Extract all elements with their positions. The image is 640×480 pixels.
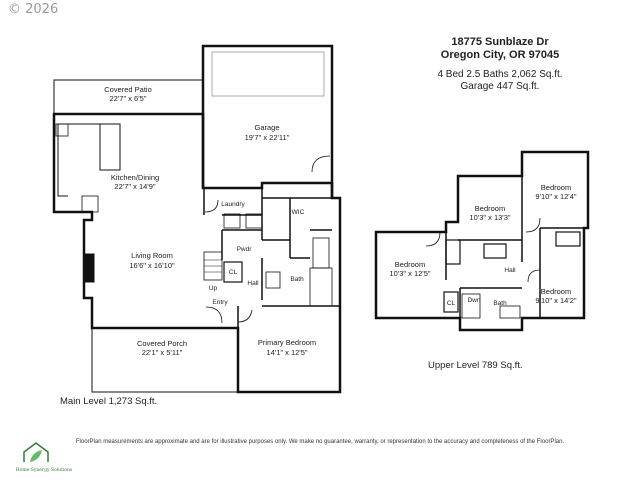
dims-covered-porch: 22'1" x 5'11" xyxy=(142,348,183,357)
address-line-1: 18775 Sunblaze Dr xyxy=(451,36,549,48)
label-pwdr: Pwdr xyxy=(237,246,253,253)
label-primary-bedroom: Primary Bedroom xyxy=(258,338,316,347)
logo-caption: Home Synergy Solutions xyxy=(15,468,73,473)
upper-bathtub xyxy=(499,305,521,319)
kitchen-island xyxy=(99,123,121,171)
label-garage: Garage xyxy=(254,123,279,132)
dims-bedroom-top-center: 10'3" x 13'3" xyxy=(469,213,510,222)
main-level-plan xyxy=(52,44,342,394)
label-up: Up xyxy=(209,285,218,292)
label-covered-patio: Covered Patio xyxy=(104,85,152,94)
main-level-caption: Main Level 1,273 Sq.ft. xyxy=(60,396,157,407)
label-entry: Entry xyxy=(212,299,228,306)
summary-beds-baths: 4 Bed 2.5 Baths 2,062 Sq.ft. xyxy=(437,69,563,80)
garage-walls xyxy=(201,44,334,198)
dims-garage: 19'7" x 22'11" xyxy=(245,133,290,142)
label-bedroom-top-right: Bedroom xyxy=(541,183,571,192)
house-leaf-logo-icon xyxy=(23,442,49,462)
label-bedroom-top-center: Bedroom xyxy=(475,204,505,213)
label-cl-main: CL xyxy=(229,269,238,276)
upper-level-caption: Upper Level 789 Sq.ft. xyxy=(428,360,523,371)
dims-kitchen: 22'7" x 14'9" xyxy=(114,182,155,191)
garage-door-swing xyxy=(311,155,331,173)
address-line-2: Oregon City, OR 97045 xyxy=(440,49,560,61)
label-bath-upper: Bath xyxy=(493,300,507,307)
primary-bathtub xyxy=(309,267,333,307)
garage-door xyxy=(211,51,325,97)
dims-covered-patio: 22'7" x 6'5" xyxy=(110,94,147,103)
label-living-room: Living Room xyxy=(131,251,173,260)
kitchen-appliance xyxy=(81,195,99,213)
kitchen-counter-left xyxy=(57,124,68,197)
dims-bedroom-top-right: 9'10" x 12'4" xyxy=(535,192,576,201)
dims-primary-bedroom: 14'1" x 12'5" xyxy=(266,348,307,357)
upper-stairs xyxy=(461,293,481,319)
label-dwn: Dwn xyxy=(467,297,480,304)
upper-level-plan xyxy=(374,150,590,332)
summary-garage: Garage 447 Sq.ft. xyxy=(460,81,540,92)
label-cl-upper: CL xyxy=(447,300,456,307)
covered-porch-outline xyxy=(91,327,239,393)
label-laundry: Laundry xyxy=(221,201,245,208)
label-hall-main: Hall xyxy=(247,280,259,287)
label-covered-porch: Covered Porch xyxy=(137,339,187,348)
copyright-notice: © 2026 xyxy=(8,2,59,17)
disclaimer-text: FloorPlan measurements are approximate a… xyxy=(75,439,565,445)
label-wic: WIC xyxy=(292,209,305,216)
label-bedroom-left: Bedroom xyxy=(395,260,425,269)
label-hall-upper: Hall xyxy=(504,267,516,274)
entry-door-swing xyxy=(205,306,223,324)
dims-bedroom-left: 10'3" x 12'5" xyxy=(389,269,430,278)
label-kitchen: Kitchen/Dining xyxy=(111,173,159,182)
label-bath-main: Bath xyxy=(290,276,304,283)
dims-living-room: 16'6" x 16'10" xyxy=(129,261,175,270)
label-bedroom-bottom-right: Bedroom xyxy=(541,287,571,296)
dims-bedroom-bottom-right: 9'10" x 14'2" xyxy=(535,296,576,305)
upper-level-outer-walls xyxy=(374,150,590,332)
fireplace xyxy=(83,253,95,283)
